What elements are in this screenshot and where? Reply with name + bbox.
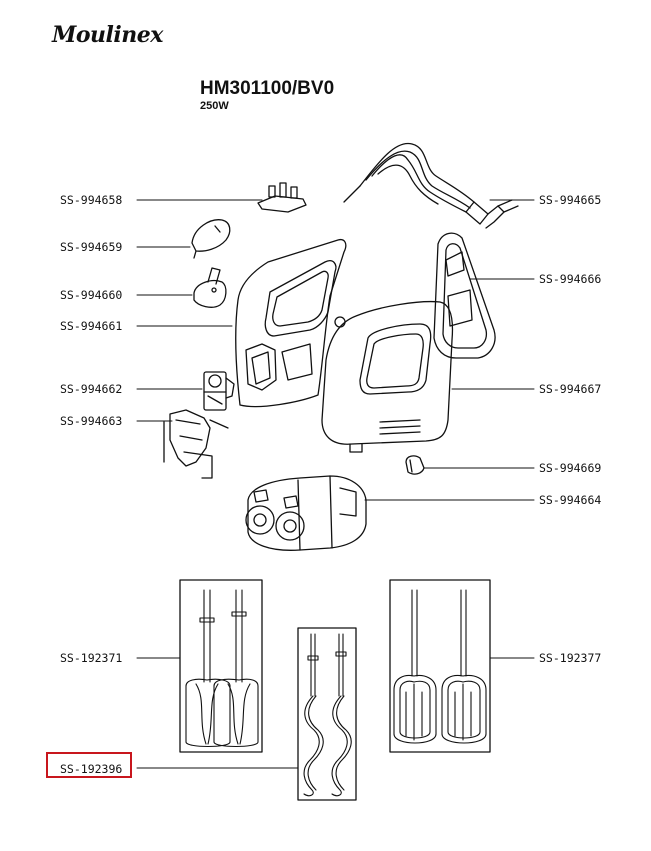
part-label-994662[interactable]: SS-994662	[60, 382, 123, 396]
model-number: HM301100/BV0	[200, 78, 335, 99]
part-label-192396[interactable]: SS-192396	[60, 762, 123, 776]
part-label-994664[interactable]: SS-994664	[539, 493, 602, 507]
part-label-994669[interactable]: SS-994669	[539, 461, 602, 475]
part-label-994659[interactable]: SS-994659	[60, 240, 123, 254]
part-label-994660[interactable]: SS-994660	[60, 288, 123, 302]
part-label-994661[interactable]: SS-994661	[60, 319, 123, 333]
power-rating: 250W	[200, 100, 229, 112]
part-label-994666[interactable]: SS-994666	[539, 272, 602, 286]
left-housing-part	[235, 238, 347, 408]
right-housing-part	[321, 300, 454, 453]
ejector-lever-part	[163, 409, 229, 479]
brand-logo: Moulinex	[52, 22, 163, 48]
switch-board-part	[257, 182, 307, 213]
leader-lines	[136, 199, 535, 769]
part-label-994667[interactable]: SS-994667	[539, 382, 602, 396]
beaters-part	[179, 579, 263, 753]
part-label-994663[interactable]: SS-994663	[60, 414, 123, 428]
part-label-994658[interactable]: SS-994658	[60, 193, 123, 207]
selected-part-highlight	[46, 752, 132, 778]
switch-mechanism-part	[203, 371, 235, 411]
dough-hooks-part	[297, 627, 357, 801]
part-label-192371[interactable]: SS-192371	[60, 651, 123, 665]
speed-knob-part	[193, 267, 227, 308]
eject-button-part	[191, 219, 231, 259]
cord-grommet-part	[405, 455, 425, 475]
rear-cover-part	[433, 232, 496, 359]
motor-assembly-part	[245, 475, 367, 551]
power-cord-part	[343, 142, 519, 229]
part-label-994665[interactable]: SS-994665	[539, 193, 602, 207]
whisks-part	[389, 579, 491, 753]
part-label-192377[interactable]: SS-192377	[539, 651, 602, 665]
